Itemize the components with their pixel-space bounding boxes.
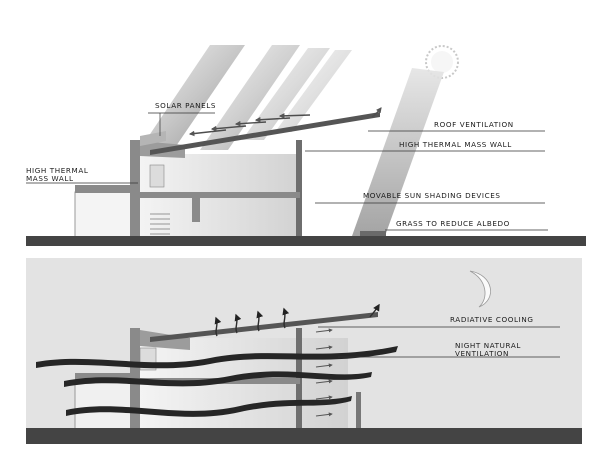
night-airflow [36,346,398,417]
grass-strip [360,231,386,236]
label-high-thermal-mass-wall-left-1: HIGH THERMAL [26,166,88,175]
day-building [74,107,382,239]
day-panel: SOLAR PANELS ROOF VENTILATION HIGH THERM… [26,45,586,246]
label-roof-ventilation: ROOF VENTILATION [434,120,514,129]
label-movable-sun-shading: MOVABLE SUN SHADING DEVICES [363,191,501,200]
label-night-ventilation-1: NIGHT NATURAL [455,341,521,350]
night-leader-lines [318,326,560,358]
night-ground [26,428,582,444]
label-solar-panels: SOLAR PANELS [155,101,216,110]
sun-rays [138,45,444,236]
crescent-moon-icon [469,270,491,308]
night-panel: RADIATIVE COOLING NIGHT NATURAL VENTILAT… [26,258,582,444]
label-grass: GRASS TO REDUCE ALBEDO [396,219,510,228]
day-leader-lines [26,112,548,231]
label-night-ventilation-2: VENTILATION [455,349,509,358]
sun-icon [425,45,459,79]
label-high-thermal-mass-wall-left-2: MASS WALL [26,174,74,183]
label-radiative-cooling: RADIATIVE COOLING [450,315,534,324]
label-high-thermal-mass-wall-right: HIGH THERMAL MASS WALL [399,140,512,149]
day-ground [26,236,586,246]
